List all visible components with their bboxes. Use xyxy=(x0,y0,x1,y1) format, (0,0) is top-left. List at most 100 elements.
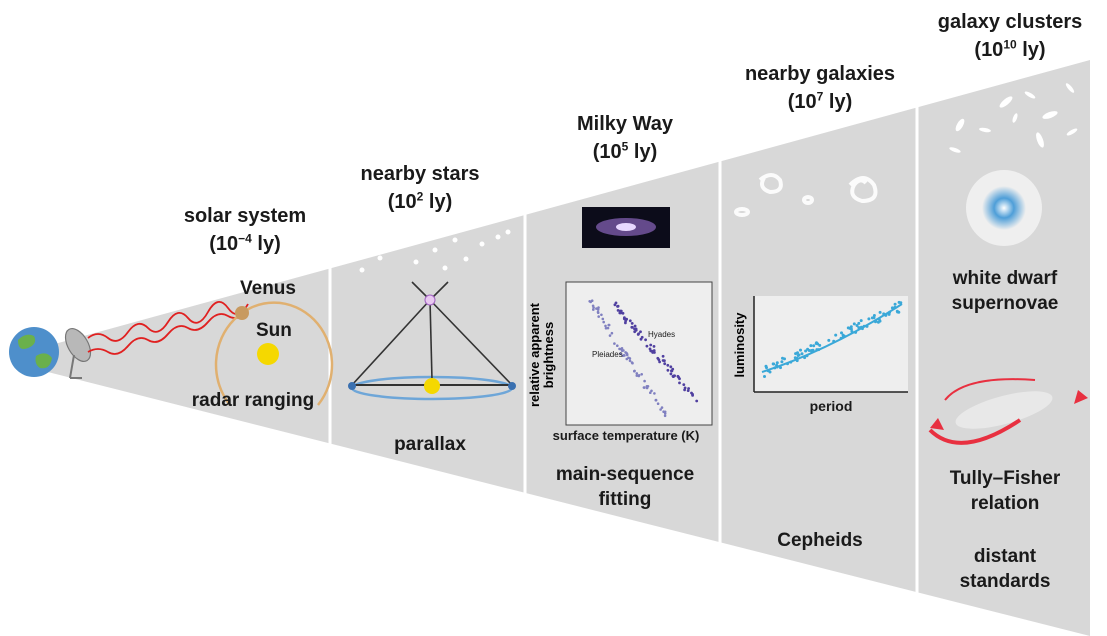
cepheid-point xyxy=(796,354,800,357)
hr-point xyxy=(645,344,649,348)
cepheid-point xyxy=(775,361,779,365)
hr-point xyxy=(671,367,675,371)
hr-point xyxy=(663,359,666,363)
cepheid-point xyxy=(818,343,822,347)
hr-point xyxy=(678,381,681,385)
hr-point xyxy=(604,326,608,330)
cepheid-point xyxy=(796,351,799,355)
hr-point xyxy=(639,330,642,334)
cepheid-point xyxy=(800,352,804,356)
hr-point xyxy=(691,394,694,397)
earth-icon xyxy=(9,327,59,377)
cepheid-point xyxy=(870,316,874,320)
star-field xyxy=(359,229,511,273)
hr-point xyxy=(621,311,625,315)
hr-point xyxy=(659,408,662,411)
hr-point xyxy=(597,306,600,309)
cepheid-point xyxy=(849,327,853,331)
hr-xlabel: surface temperature (K) xyxy=(552,428,700,443)
hr-point xyxy=(677,375,680,379)
cepheid-point xyxy=(809,344,813,348)
hr-point xyxy=(631,361,634,365)
hr-point xyxy=(649,391,652,395)
hr-point xyxy=(601,317,605,321)
hr-point xyxy=(656,402,660,406)
galaxy-clusters-heading: galaxy clusters (1010 ly) xyxy=(937,11,1083,61)
hr-point xyxy=(624,351,627,354)
hr-point xyxy=(649,343,653,347)
distant-standards-label: distant standards xyxy=(959,546,1051,592)
hr-point xyxy=(663,410,667,414)
cepheid-point xyxy=(878,319,882,323)
hr-point xyxy=(628,319,632,323)
hr-point xyxy=(652,345,656,348)
hr-point xyxy=(635,372,639,375)
hr-point xyxy=(635,374,639,377)
hr-point xyxy=(602,320,605,324)
radar-ranging-label: radar ranging xyxy=(191,390,315,411)
cepheid-point xyxy=(827,338,831,342)
hr-point xyxy=(644,338,647,342)
radar-dish-icon xyxy=(64,328,92,379)
hr-point xyxy=(588,300,591,303)
hr-point xyxy=(661,354,665,358)
hr-point xyxy=(669,365,673,369)
venus-label: Venus xyxy=(240,278,296,299)
hr-point xyxy=(619,347,623,351)
hr-point xyxy=(633,330,637,334)
distance-cone xyxy=(40,60,1090,636)
hr-point xyxy=(614,301,618,305)
cepheid-point xyxy=(855,324,859,327)
hr-point xyxy=(634,327,638,331)
hr-point xyxy=(606,326,610,330)
venus-dot xyxy=(235,306,249,320)
cepheid-point xyxy=(859,319,863,323)
hr-point xyxy=(631,325,634,329)
cepheid-point xyxy=(893,302,897,306)
hr-point xyxy=(619,352,622,355)
cepheid-point xyxy=(764,364,768,368)
hr-point xyxy=(610,331,614,335)
cepheid-point xyxy=(878,310,882,314)
hr-point xyxy=(653,392,656,395)
pleiades-label: Pleiades xyxy=(592,350,623,359)
radar-wave-return xyxy=(87,309,249,355)
hr-point xyxy=(591,304,595,308)
hr-point xyxy=(607,323,611,327)
hr-point xyxy=(687,387,690,390)
milky-way-heading: Milky Way (105 ly) xyxy=(577,113,673,163)
cepheid-point xyxy=(793,356,797,360)
hr-point xyxy=(682,383,686,386)
hr-point xyxy=(616,344,619,348)
cepheid-point xyxy=(763,375,766,378)
rotating-galaxy-icon xyxy=(928,378,1088,445)
hr-point xyxy=(669,372,673,376)
cepheid-point xyxy=(814,342,818,345)
cepheid-point xyxy=(867,317,871,321)
hr-point xyxy=(604,324,607,328)
white-dwarf-supernovae-label: white dwarf supernovae xyxy=(951,268,1059,314)
hr-point xyxy=(656,356,660,360)
hr-point xyxy=(666,363,670,367)
parallax-diagram xyxy=(348,281,516,401)
hyades-label: Hyades xyxy=(648,330,676,339)
venus-orbit xyxy=(214,301,334,406)
cepheid-point xyxy=(872,314,876,317)
cepheids-label: Cepheids xyxy=(777,530,863,551)
hr-point xyxy=(683,386,687,390)
hr-point xyxy=(630,322,634,325)
hr-point xyxy=(625,353,629,357)
cepheid-trend-line xyxy=(761,303,903,373)
hr-point xyxy=(592,308,595,311)
cepheid-point xyxy=(780,360,784,364)
hr-point xyxy=(643,386,646,389)
hr-point xyxy=(643,379,646,383)
hr-point xyxy=(616,309,620,312)
hr-point xyxy=(671,374,675,378)
hr-point xyxy=(653,351,656,354)
cepheid-point xyxy=(849,325,853,329)
supernova-icon xyxy=(966,170,1042,246)
solar-system-heading: solar system (10−4 ly) xyxy=(183,205,307,255)
spiral-galaxy-icons xyxy=(734,173,878,217)
